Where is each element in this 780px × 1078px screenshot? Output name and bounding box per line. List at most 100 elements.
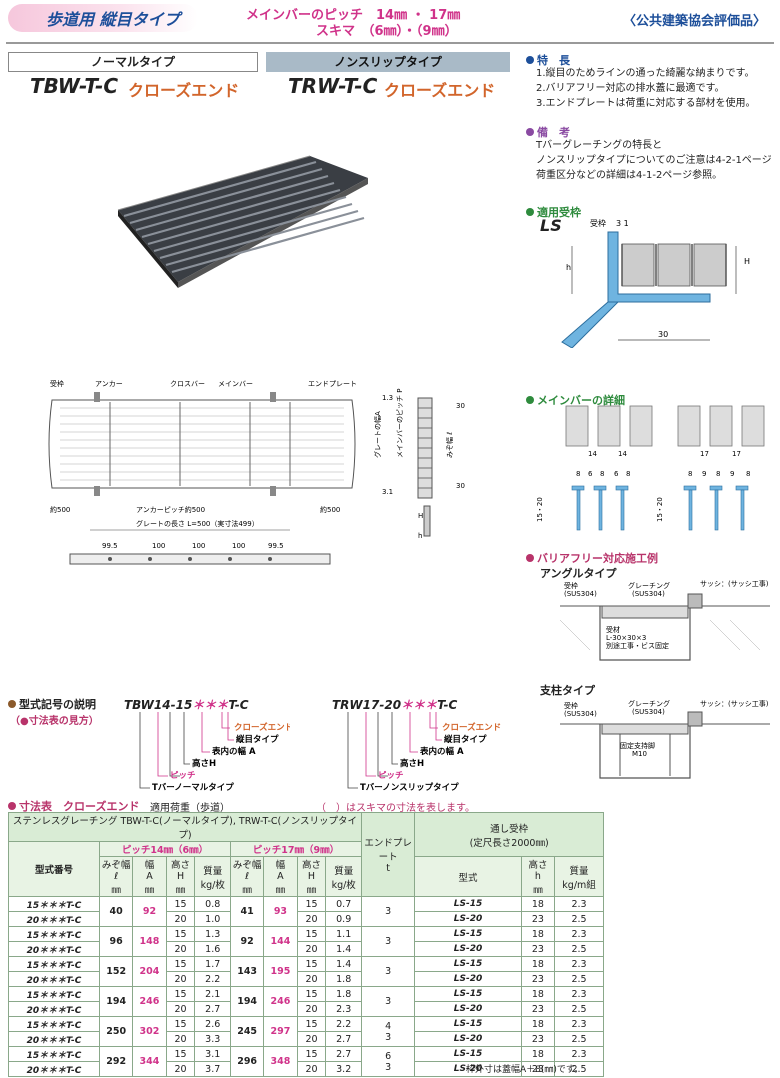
svg-text:ピッチ: ピッチ xyxy=(378,770,404,781)
table-cell: 20 xyxy=(296,1001,327,1017)
table-cell: LS-20 xyxy=(414,911,522,927)
svg-text:受枠: 受枠 xyxy=(590,218,606,228)
table-cell: 96 xyxy=(99,926,134,957)
table-cell: LS-20 xyxy=(414,1061,522,1077)
table-cell: 246 xyxy=(132,986,167,1017)
table-cell: LS-20 xyxy=(414,971,522,987)
table-cell: 20 xyxy=(165,971,196,987)
table-cell: 3 xyxy=(360,986,416,1017)
svg-text:1.3: 1.3 xyxy=(382,394,393,402)
table-cell: 2.5 xyxy=(554,971,604,987)
features-heading: 特 長 xyxy=(526,52,570,68)
table-cell: 2.3 xyxy=(554,896,604,912)
table-cell: 152 xyxy=(99,956,134,987)
svg-text:3.1: 3.1 xyxy=(382,488,393,496)
svg-text:M10: M10 xyxy=(632,750,647,758)
table-cell: 15 xyxy=(165,956,196,972)
svg-text:8: 8 xyxy=(746,470,750,478)
table-cell: 250 xyxy=(99,1016,134,1047)
svg-text:表内の幅 A: 表内の幅 A xyxy=(419,746,464,757)
pitch-line1: メインバーのピッチ 14㎜ ・ 17㎜ xyxy=(246,8,461,23)
model-code-left: TBW14-15＊＊＊T-C xyxy=(124,698,249,712)
table-cell: 15＊＊＊T-C xyxy=(7,926,101,942)
page-title: 歩道用 縦目タイプ xyxy=(46,10,180,29)
svg-text:100: 100 xyxy=(192,542,205,550)
table-cell: 23 xyxy=(520,941,556,957)
svg-text:9: 9 xyxy=(730,470,734,478)
load-note: 適用荷重（歩道） xyxy=(150,803,230,814)
normal-type-label: ノーマルタイプ xyxy=(8,52,258,72)
table-heading: 寸法表 クローズエンド xyxy=(8,798,139,814)
skima-note: （ ）はスキマの寸法を表します。 xyxy=(316,803,475,814)
svg-text:縦目タイプ: 縦目タイプ xyxy=(236,734,279,745)
table-cell: LS-20 xyxy=(414,1001,522,1017)
svg-text:8: 8 xyxy=(716,470,720,478)
table-cell: 1.4 xyxy=(325,941,362,957)
table-cell: 2.6 xyxy=(194,1016,231,1032)
nonslip-close-end: クローズエンド xyxy=(384,81,496,100)
table-cell: 2.3 xyxy=(554,926,604,942)
table-cell: 15＊＊＊T-C xyxy=(7,956,101,972)
feature-item: 1.縦目のためラインの通った綺麗な納まりです。 xyxy=(536,68,755,79)
angle-type-label: アングルタイプ xyxy=(540,567,617,580)
table-cell: 2.2 xyxy=(194,971,231,987)
table-cell: LS-15 xyxy=(414,1046,522,1062)
svg-text:ピッチ: ピッチ xyxy=(170,770,196,781)
table-cell: 0.8 xyxy=(194,896,231,912)
header-divider xyxy=(6,42,774,44)
table-cell: 23 xyxy=(520,1061,556,1077)
table-cell: 15＊＊＊T-C xyxy=(7,986,101,1002)
svg-text:30: 30 xyxy=(658,330,668,339)
table-cell: 40 xyxy=(99,896,134,927)
dimension-table: ステンレスグレーチング TBW-T-C(ノーマルタイプ), TRW-T-C(ノン… xyxy=(7,812,604,1077)
svg-text:クローズエンド: クローズエンド xyxy=(442,722,501,733)
normal-close-end: クローズエンド xyxy=(128,81,240,100)
table-cell: LS-15 xyxy=(414,926,522,942)
table-cell: 148 xyxy=(132,926,167,957)
table-cell: 2.5 xyxy=(554,1001,604,1017)
table-cell: 143 xyxy=(229,956,265,987)
svg-text:(SUS304): (SUS304) xyxy=(564,710,597,718)
table-cell: 20 xyxy=(296,911,327,927)
svg-text:100: 100 xyxy=(152,542,165,550)
post-type-drawing: 受枠 (SUS304) グレーチング (SUS304) サッシ：(サッシ工事) … xyxy=(560,700,770,779)
svg-text:クローズエンド: クローズエンド xyxy=(234,722,290,733)
svg-text:15・20: 15・20 xyxy=(536,497,544,522)
table-cell: 23 xyxy=(520,911,556,927)
table-cell: 1.3 xyxy=(194,926,231,942)
svg-text:14: 14 xyxy=(618,450,627,458)
table-cell: 20 xyxy=(165,1001,196,1017)
svg-text:約500: 約500 xyxy=(320,505,340,514)
svg-text:h: h xyxy=(566,263,571,272)
table-cell: 6 3 xyxy=(360,1046,416,1077)
table-cell: 23 xyxy=(520,1001,556,1017)
table-cell: 1.8 xyxy=(325,986,362,1002)
table-cell: 0.9 xyxy=(325,911,362,927)
svg-text:8: 8 xyxy=(688,470,692,478)
table-cell: 18 xyxy=(520,1016,556,1032)
svg-text:固定支持脚: 固定支持脚 xyxy=(620,741,655,750)
frame-heading: 適用受枠 xyxy=(526,204,581,220)
table-cell: 1.7 xyxy=(194,956,231,972)
notes-text: Tバーグレーチングの特長と ノンスリップタイプについてのご注意は4-2-1ページ… xyxy=(536,140,772,181)
svg-text:(SUS304): (SUS304) xyxy=(564,590,597,598)
table-cell: 2.7 xyxy=(325,1031,362,1047)
table-cell: 15 xyxy=(296,1046,327,1062)
feature-item: 2.バリアフリー対応の排水蓋に最適です。 xyxy=(536,83,725,94)
pitch-line2: スキマ （6㎜）・（9㎜） xyxy=(316,24,458,39)
table-cell: 1.4 xyxy=(325,956,362,972)
svg-text:アンカー: アンカー xyxy=(95,380,123,388)
svg-text:受枠: 受枠 xyxy=(564,701,578,710)
svg-text:別途工事・ビス固定: 別途工事・ビス固定 xyxy=(606,641,669,650)
